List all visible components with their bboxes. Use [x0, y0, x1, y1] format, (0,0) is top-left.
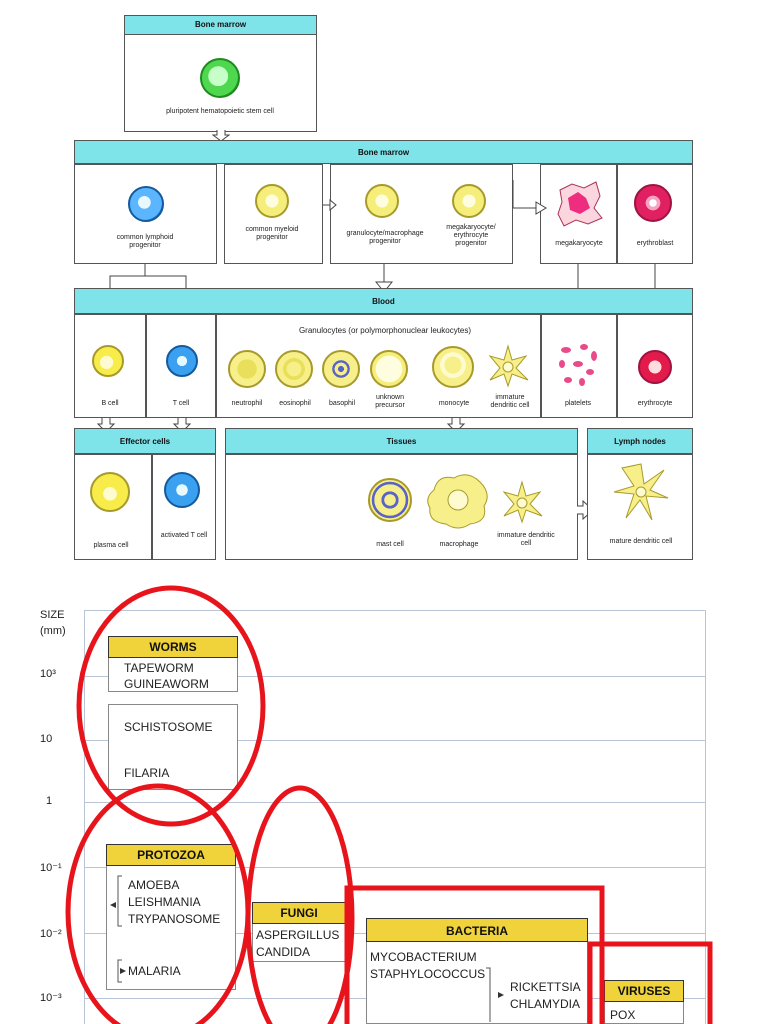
progenitor-label-1: common lymphoid progenitor	[116, 234, 174, 249]
stem-cell-label: pluripotent hematopoietic stem cell	[166, 108, 274, 115]
blood-label-3: neutrophil	[231, 400, 263, 407]
tick-label: 10⁻³	[40, 992, 62, 1004]
bacteria-item: RICKETTSIA	[510, 980, 581, 994]
tissue-label-1: mast cell	[376, 541, 404, 548]
blood-label-10: erythrocyte	[637, 400, 673, 407]
connector-arrows	[101, 180, 664, 323]
virus-item: POX	[610, 1008, 636, 1022]
tick-label: 10⁻²	[40, 928, 62, 940]
fungi-item: ASPERGILLUS	[256, 928, 340, 942]
platelets-icon	[559, 344, 597, 386]
blood-label-9: platelets	[564, 400, 592, 407]
blood-label-6: unknown precursor	[375, 394, 405, 409]
protozoa-item: LEISHMANIA	[128, 895, 201, 909]
size-axis-unit: (mm)	[40, 625, 66, 637]
bone-marrow-header-1: Bone marrow	[124, 15, 317, 35]
blood-label-2: T cell	[172, 400, 190, 407]
megakaryocyte-icon	[557, 181, 603, 227]
blood-box-t	[146, 314, 216, 418]
tissue-dendritic-icon	[502, 480, 543, 524]
lymph-nodes-header: Lymph nodes	[587, 428, 693, 454]
tissues-header: Tissues	[225, 428, 578, 454]
tissue-label-3: immature dendritic cell	[497, 532, 555, 547]
blood-label-7: monocyte	[438, 400, 470, 407]
effector-label-1: plasma cell	[93, 542, 129, 549]
neutrophil-icon	[228, 350, 266, 388]
fungi-item: CANDIDA	[256, 945, 311, 959]
lymphoid-progenitor-icon	[128, 186, 164, 222]
eosinophil-icon	[275, 350, 313, 388]
protozoa-item: TRYPANOSOME	[128, 912, 221, 926]
gridline	[84, 802, 706, 803]
progenitor-label-3: granulocyte/macrophage progenitor	[346, 230, 424, 245]
myeloid-progenitor-icon	[255, 184, 289, 218]
progenitor-label-2: common myeloid progenitor	[245, 226, 299, 241]
lymph-label-1: mature dendritic cell	[609, 538, 673, 545]
highlight-annotations	[65, 585, 713, 1024]
gridline	[84, 867, 706, 868]
chart-frame	[84, 610, 706, 1024]
tick-label: 10⁻¹	[40, 862, 62, 874]
worms-label: WORMS	[108, 636, 238, 658]
bacteria-item: STAPHYLOCOCCUS	[370, 967, 486, 981]
blood-label-8: immature dendritic cell	[490, 394, 530, 409]
protozoa-item: MALARIA	[128, 964, 181, 978]
progenitor-box-3	[330, 164, 513, 264]
blood-header: Blood	[74, 288, 693, 314]
tissue-label-2: macrophage	[439, 541, 479, 548]
progenitor-label-4: megakaryocyte/ erythrocyte progenitor	[446, 224, 496, 247]
plasma-cell-icon	[90, 472, 130, 512]
blood-label-4: eosinophil	[279, 400, 311, 407]
progenitor-label-6: erythroblast	[636, 240, 674, 247]
gridline	[84, 676, 706, 677]
worm-item: GUINEAWORM	[124, 677, 209, 691]
me-progenitor-icon	[452, 184, 486, 218]
mature-dendritic-icon	[613, 463, 669, 521]
activated-t-cell-icon	[164, 472, 200, 508]
size-axis-label: SIZE	[40, 609, 65, 621]
worm-item: FILARIA	[124, 766, 170, 780]
worms-box-2	[108, 704, 238, 790]
bacteria-item: CHLAMYDIA	[510, 997, 581, 1011]
immature-dendritic-icon	[488, 344, 529, 388]
b-cell-icon	[92, 345, 124, 377]
bracket-icon	[486, 967, 504, 1022]
protozoa-item: AMOEBA	[128, 878, 180, 892]
protozoa-box	[106, 844, 236, 990]
gridline	[84, 740, 706, 741]
bracket-icon	[110, 875, 126, 983]
blood-label-1: B cell	[101, 400, 119, 407]
granulocytes-label: Granulocytes (or polymorphonuclear leuko…	[298, 326, 472, 335]
effector-header: Effector cells	[74, 428, 216, 454]
macrophage-icon	[427, 474, 488, 529]
tick-label: 10	[40, 733, 53, 745]
basophil-icon	[322, 350, 360, 388]
progenitor-label-5: megakaryocyte	[555, 240, 603, 247]
tick-label: 10³	[40, 668, 56, 680]
protozoa-label: PROTOZOA	[106, 844, 236, 866]
mast-cell-icon	[368, 478, 412, 522]
worm-item: SCHISTOSOME	[124, 720, 213, 734]
unknown-precursor-icon	[370, 350, 408, 388]
stem-cell-icon	[200, 58, 240, 98]
monocyte-icon	[432, 346, 474, 388]
bone-marrow-header-2: Bone marrow	[74, 140, 693, 164]
viruses-label: VIRUSES	[604, 980, 684, 1002]
gm-progenitor-icon	[365, 184, 399, 218]
bacteria-item: MYCOBACTERIUM	[370, 950, 477, 964]
worm-item: TAPEWORM	[124, 661, 194, 675]
blood-label-5: basophil	[328, 400, 356, 407]
t-cell-icon	[166, 345, 198, 377]
bacteria-label: BACTERIA	[366, 918, 588, 942]
erythroblast-icon	[634, 184, 672, 222]
effector-label-2: activated T cell	[160, 532, 208, 539]
tick-label: 1	[46, 795, 53, 807]
erythrocyte-icon	[638, 350, 672, 384]
